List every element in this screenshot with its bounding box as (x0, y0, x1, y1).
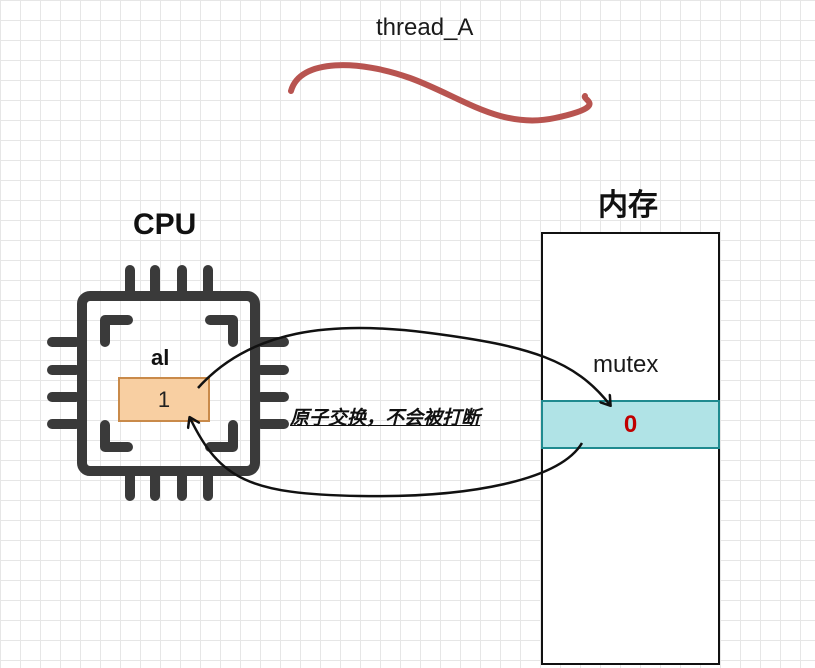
mutex-label: mutex (593, 351, 659, 378)
register-al-box: 1 (118, 377, 210, 422)
mutex-value: 0 (623, 410, 638, 438)
memory-label: 内存 (598, 189, 658, 222)
register-value: 1 (157, 386, 171, 412)
arrow-memory-to-register (190, 418, 584, 498)
cpu-label: CPU (133, 208, 197, 241)
register-name: al (151, 345, 170, 370)
thread-wave-line (288, 62, 593, 124)
swap-annotation: 原子交换，不会被打断 (290, 408, 481, 429)
mutex-cell: 0 (541, 400, 720, 449)
thread-label: thread_A (376, 14, 474, 41)
arrow-register-to-memory (197, 326, 610, 405)
